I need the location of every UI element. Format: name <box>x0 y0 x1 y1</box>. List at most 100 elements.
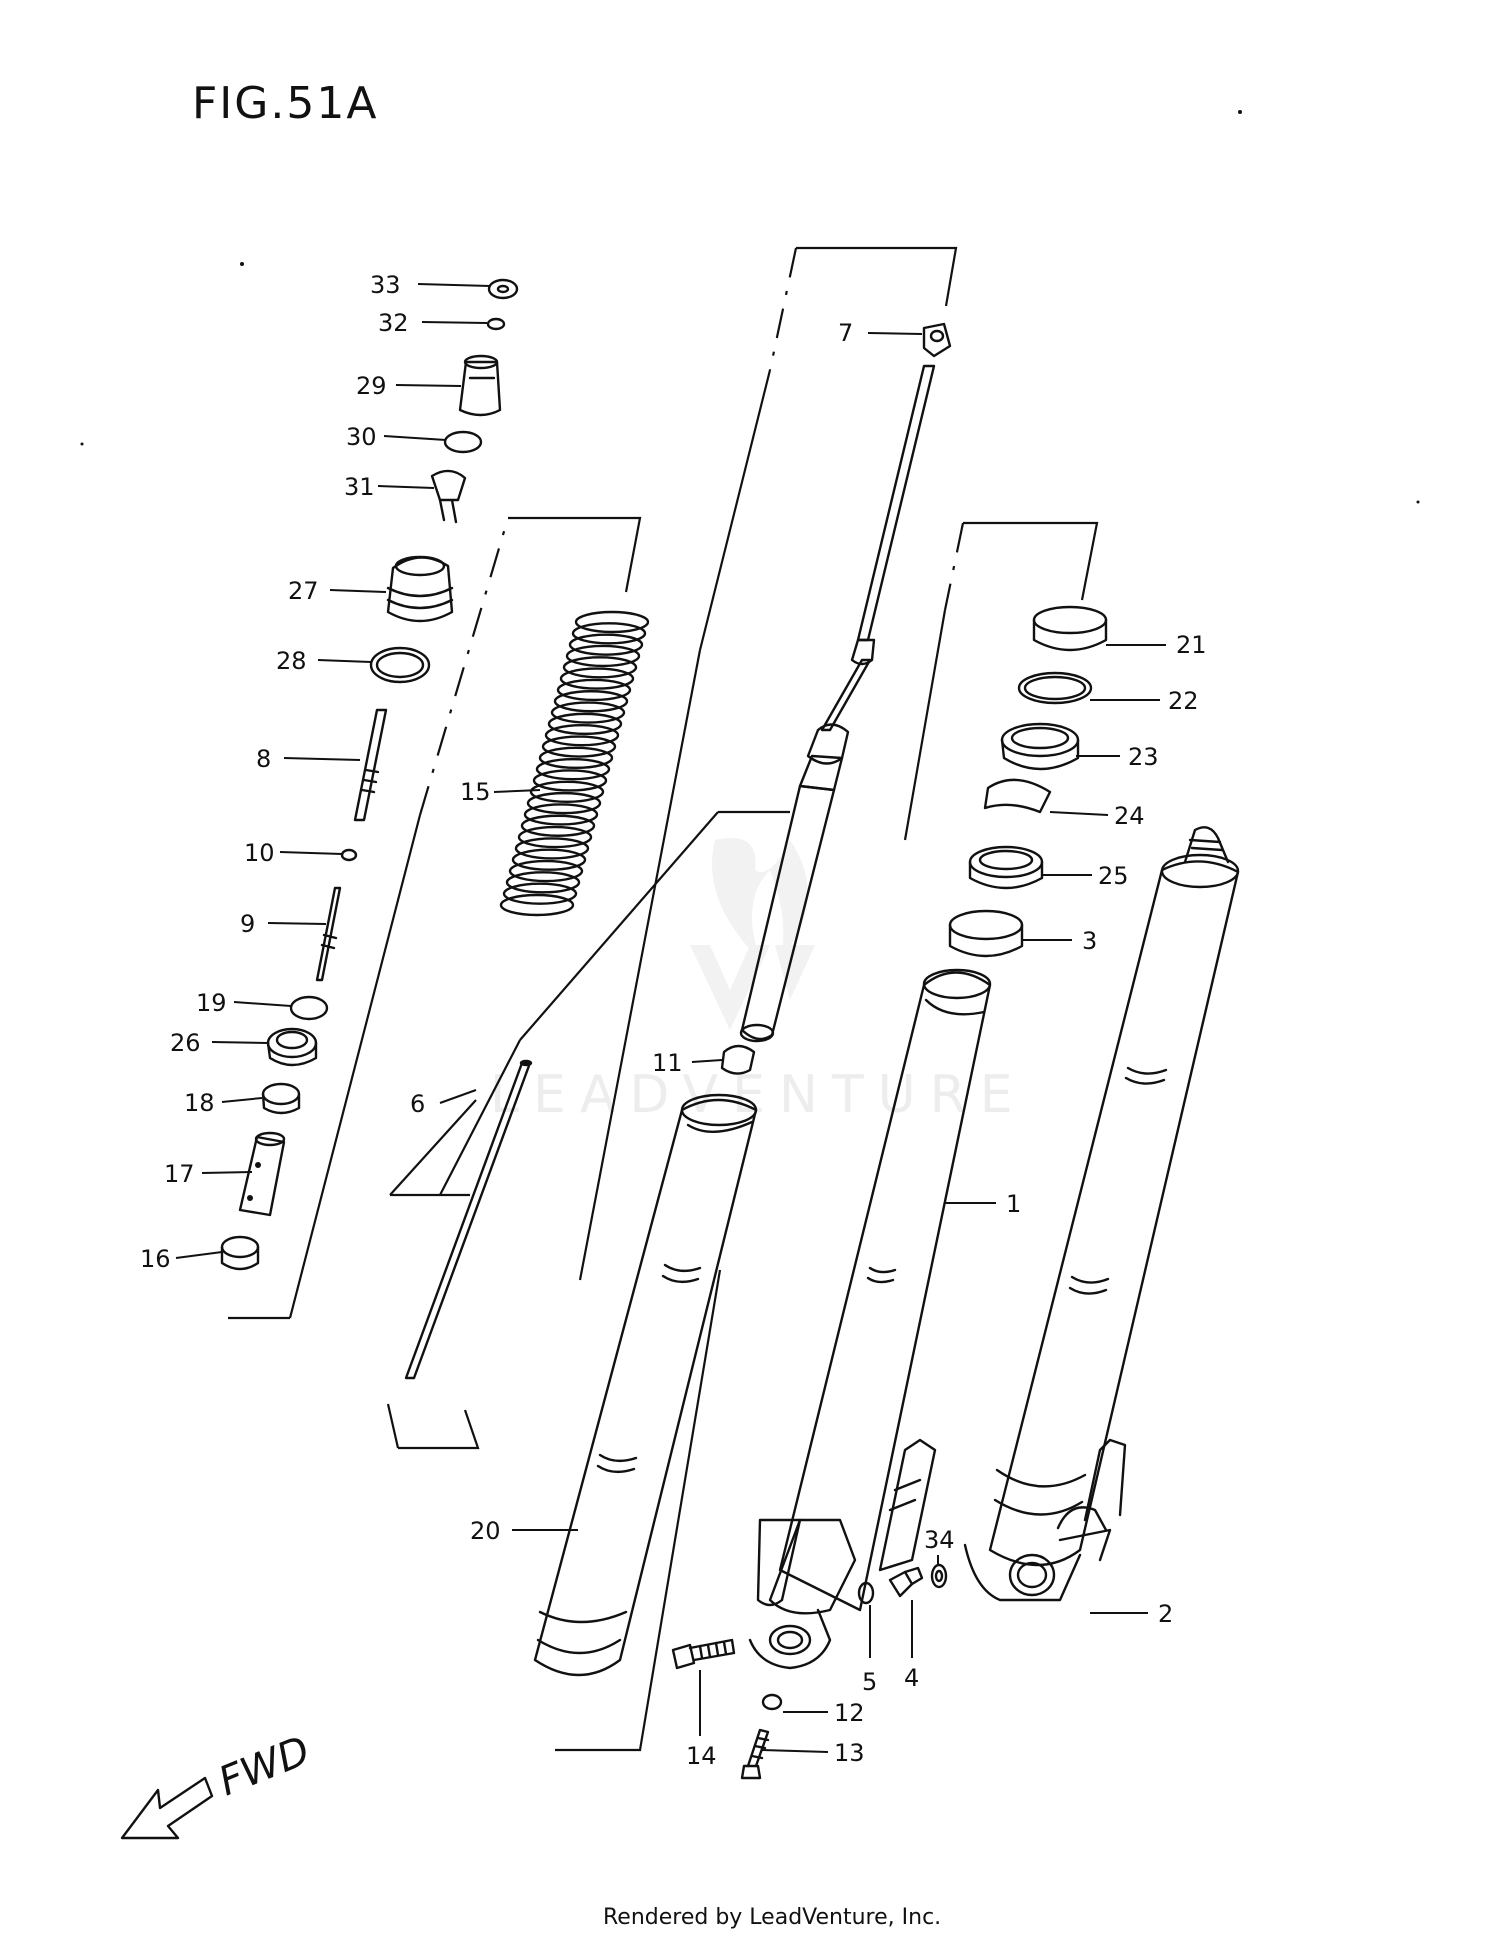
callout-21: 21 <box>1176 631 1207 659</box>
callout-23: 23 <box>1128 743 1159 771</box>
callout-33: 33 <box>370 271 401 299</box>
callout-26: 26 <box>170 1029 201 1057</box>
part-4-screw <box>888 1566 924 1598</box>
part-21-bushing <box>1032 605 1108 652</box>
spring-coil <box>544 724 620 747</box>
callout-12: 12 <box>834 1699 865 1727</box>
part-19-washer <box>289 995 329 1021</box>
part-15-fork-spring <box>499 610 650 917</box>
spring-coil <box>505 871 581 894</box>
part-27-fork-cap <box>386 555 454 623</box>
scan-specks <box>80 110 1420 504</box>
spring-coil <box>547 712 623 736</box>
footer-credit: Rendered by LeadVenture, Inc. <box>603 1905 941 1930</box>
part-18-bushing <box>261 1082 301 1115</box>
spring-coil <box>556 678 632 702</box>
leader-lines <box>175 283 1166 1753</box>
center-fork-leg-bracket <box>748 1438 937 1670</box>
spring-coil <box>541 735 617 758</box>
spring-coil <box>568 633 644 656</box>
part-31-collar <box>430 469 467 524</box>
callout-4: 4 <box>904 1664 919 1692</box>
callout-24: 24 <box>1114 802 1145 830</box>
callout-34: 34 <box>924 1526 955 1554</box>
part-25-dust-seal <box>968 845 1044 890</box>
spring-coil <box>559 667 635 690</box>
spring-coil <box>535 757 611 781</box>
part-11-oil-lock <box>720 1044 756 1075</box>
callout-28: 28 <box>276 647 307 675</box>
part-3-bushing <box>948 909 1024 958</box>
callout-labels: 33 32 29 30 31 27 28 8 10 9 19 26 18 17 … <box>140 271 1207 1770</box>
spring-coil <box>550 701 626 724</box>
spring-coil <box>526 791 602 815</box>
callout-16: 16 <box>140 1245 171 1273</box>
spring-coil <box>499 893 575 917</box>
callout-8: 8 <box>256 745 271 773</box>
spring-coil <box>574 610 650 634</box>
part-33-washer <box>487 278 519 300</box>
part-29-adjuster <box>458 354 502 417</box>
callout-17: 17 <box>164 1160 195 1188</box>
callout-18: 18 <box>184 1089 215 1117</box>
callout-22: 22 <box>1168 687 1199 715</box>
spring-coil <box>508 859 584 883</box>
spring-coil <box>562 656 638 679</box>
forward-direction-arrow <box>120 1776 214 1840</box>
part-34-washer <box>930 1563 948 1589</box>
callout-20: 20 <box>470 1517 501 1545</box>
callout-14: 14 <box>686 1742 717 1770</box>
callout-13: 13 <box>834 1739 865 1767</box>
part-12-washer <box>761 1693 783 1711</box>
callout-27: 27 <box>288 577 319 605</box>
part-24-stopper-ring <box>983 778 1052 814</box>
part-20-outer-tube <box>533 1093 758 1677</box>
part-26-seal <box>266 1027 318 1067</box>
part-6-pipe <box>404 1059 533 1380</box>
damper-rod-assembly <box>739 364 936 1043</box>
part-14-bolt <box>671 1638 736 1670</box>
spring-coil <box>529 780 605 803</box>
spring-coil <box>571 622 647 645</box>
frame-rod-link <box>389 810 790 1197</box>
callout-19: 19 <box>196 989 227 1017</box>
frame-damper-rod <box>555 246 958 1752</box>
spring-coil <box>517 825 593 849</box>
callout-30: 30 <box>346 423 377 451</box>
spring-coil <box>523 803 599 826</box>
part-22-washer <box>1017 671 1093 705</box>
callout-9: 9 <box>240 910 255 938</box>
callout-1: 1 <box>1006 1190 1021 1218</box>
callout-11: 11 <box>652 1049 683 1077</box>
callout-5: 5 <box>862 1668 877 1696</box>
part-13-bolt <box>740 1728 770 1780</box>
part-32-o-ring <box>486 317 506 331</box>
spring-coil <box>565 644 641 668</box>
part-17-sleeve <box>238 1131 286 1217</box>
spring-coil <box>553 690 629 713</box>
spring-coil <box>532 769 608 792</box>
spring-coil <box>502 882 578 905</box>
frame-inner-tube <box>903 521 1099 841</box>
callout-31: 31 <box>344 473 375 501</box>
part-28-o-ring <box>369 646 431 684</box>
part-1-inner-tube <box>778 968 992 1612</box>
frame-spring-group <box>228 516 642 1450</box>
part-30-o-ring <box>443 430 483 454</box>
part-16-cap <box>220 1235 260 1271</box>
callout-10: 10 <box>244 839 275 867</box>
figure-title: FIG.51A <box>192 78 378 129</box>
watermark-logo <box>690 838 815 1030</box>
callout-25: 25 <box>1098 862 1129 890</box>
spring-coil <box>514 837 590 860</box>
spring-coil <box>511 848 587 871</box>
callout-3: 3 <box>1082 927 1097 955</box>
part-7-nut <box>922 322 952 358</box>
part-23-seal <box>1000 722 1080 771</box>
callout-29: 29 <box>356 372 387 400</box>
part-2-outer-tube-bracket <box>963 826 1240 1602</box>
part-10-o-ring <box>340 848 358 862</box>
part-8-adjuster-rod <box>353 708 388 822</box>
callout-7: 7 <box>838 319 853 347</box>
